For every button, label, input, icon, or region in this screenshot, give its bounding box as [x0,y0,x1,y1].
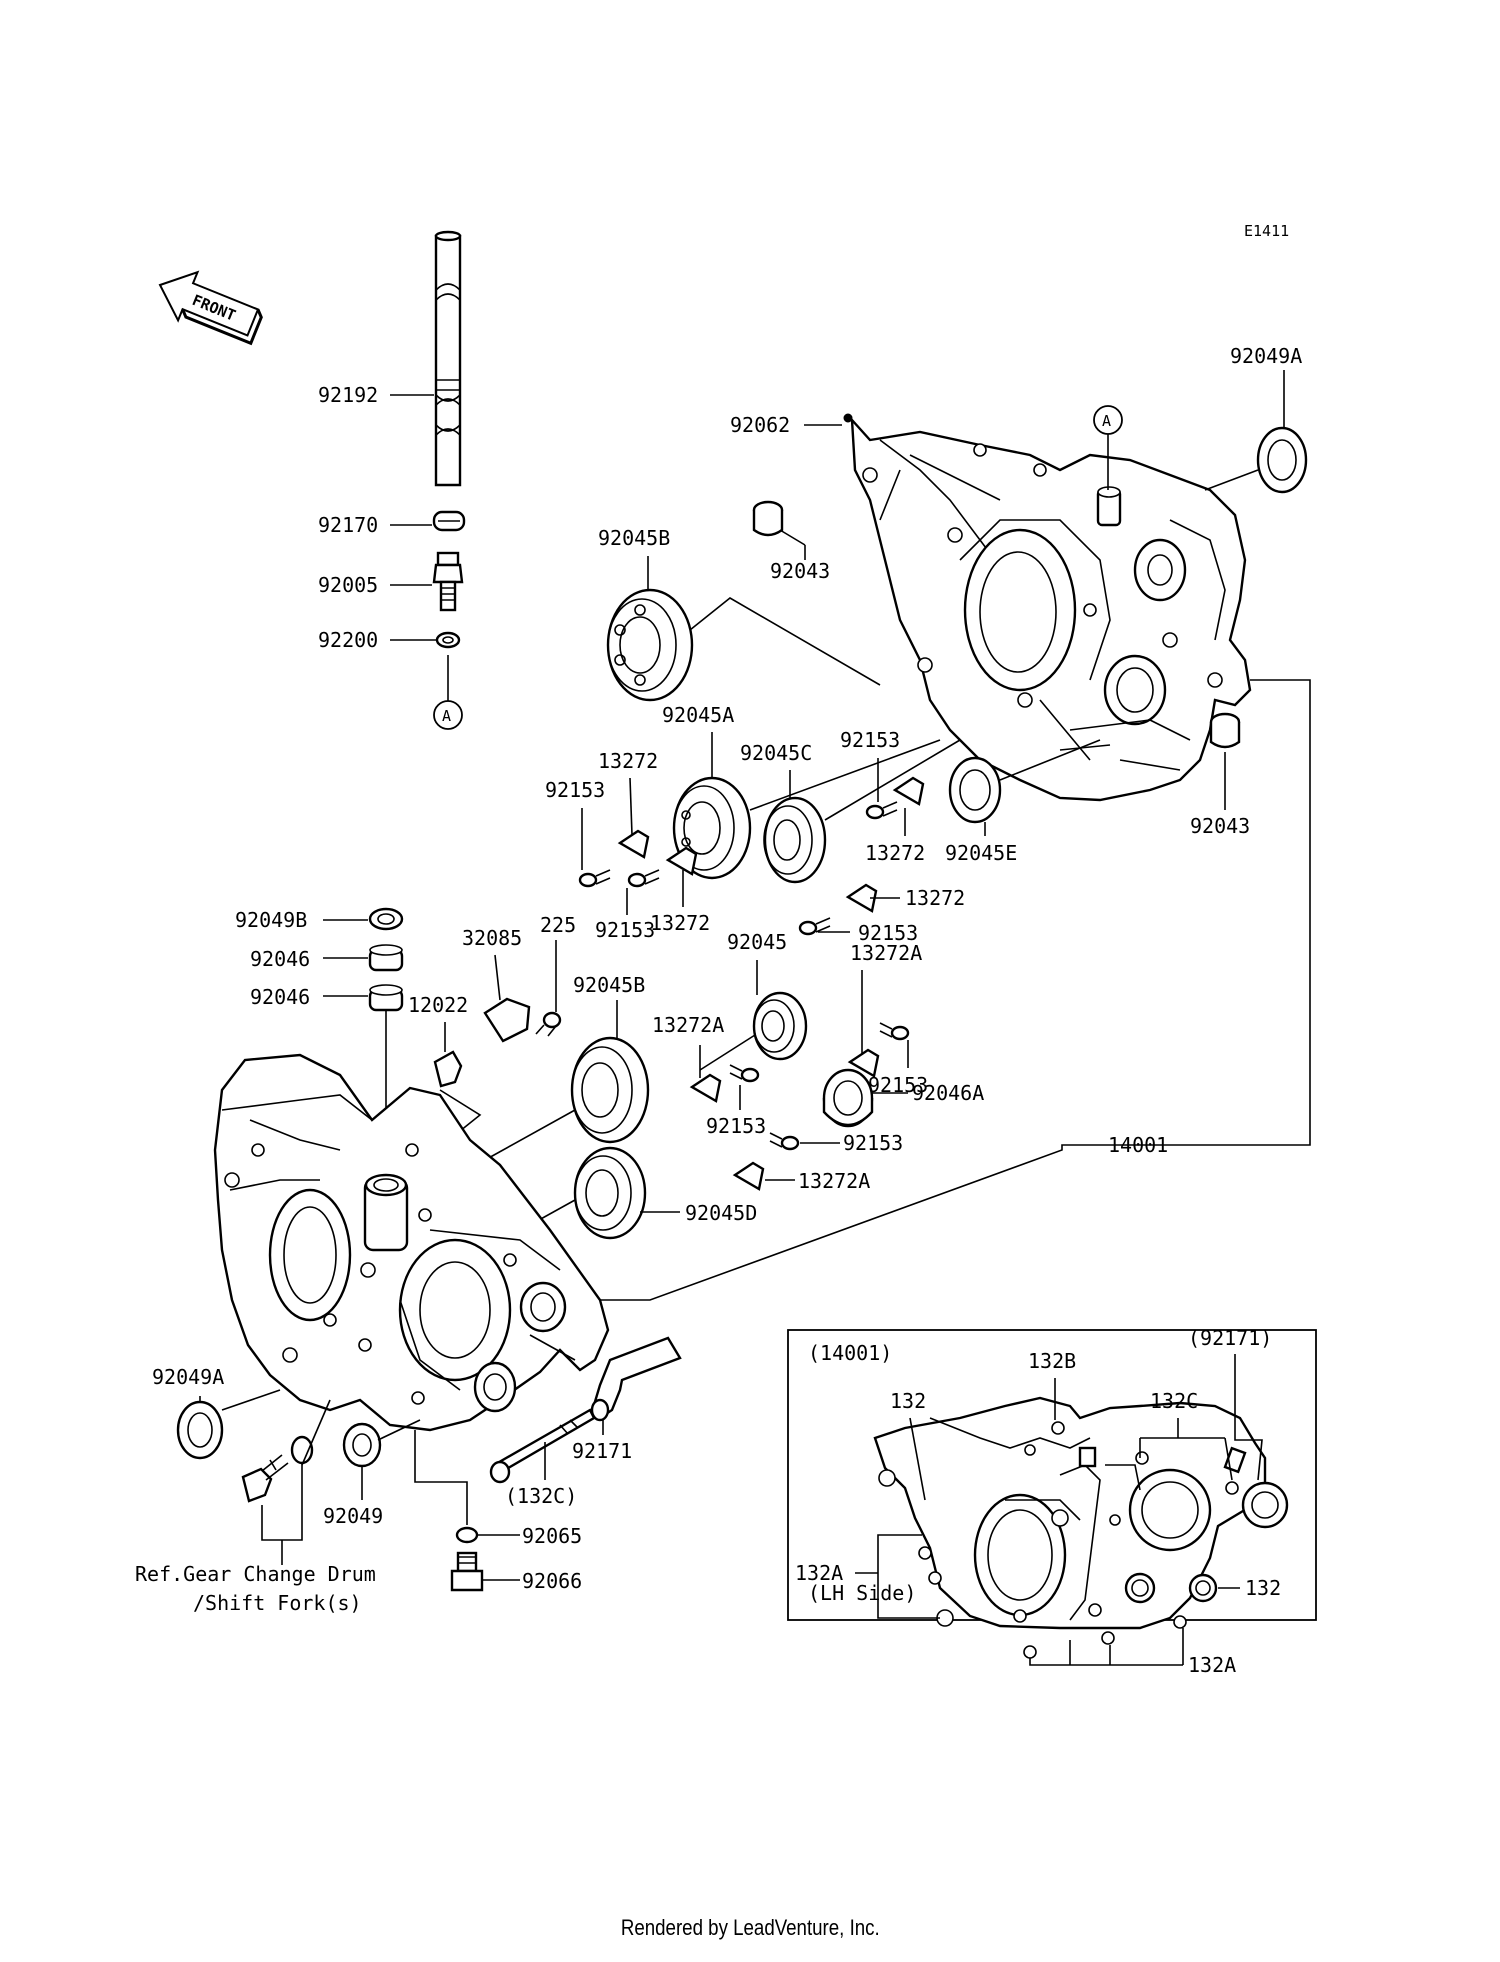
label-13272-c[interactable]: 13272 [865,841,925,865]
bearing-92046-a [368,944,404,972]
screw-92153-a [578,869,611,888]
label-92170[interactable]: 92170 [318,513,378,537]
label-92200[interactable]: 92200 [318,628,378,652]
label-92049B[interactable]: 92049B [235,908,307,932]
label-92049A-bottom[interactable]: 92049A [152,1365,224,1389]
label-225[interactable]: 225 [540,913,576,937]
label-92049A-top[interactable]: 92049A [1230,344,1302,368]
label-13272A-c[interactable]: 13272A [798,1169,870,1193]
label-92046A[interactable]: 92046A [912,1081,984,1105]
diagram-code: E1411 [1244,222,1289,240]
inset-label-132A-left[interactable]: 132A [795,1561,843,1585]
footer-credit: Rendered by LeadVenture, Inc. [0,1915,1500,1941]
drum-bolt [241,1454,289,1503]
inset-label-132-right[interactable]: 132 [1245,1576,1281,1600]
label-32085[interactable]: 32085 [462,926,522,950]
label-13272A-a[interactable]: 13272A [850,941,922,965]
label-14001[interactable]: 14001 [1108,1133,1168,1157]
bearing-92046A [822,1068,874,1128]
label-92045C[interactable]: 92045C [740,741,812,765]
footer-credit-text: Rendered by LeadVenture, Inc. [620,1915,880,1940]
label-92065[interactable]: 92065 [522,1524,582,1548]
screw-92153-g [769,1132,800,1151]
label-92066[interactable]: 92066 [522,1569,582,1593]
label-92045E[interactable]: 92045E [945,841,1017,865]
label-92153-c[interactable]: 92153 [840,728,900,752]
clip-13272A-b [689,1073,722,1103]
inset-label-132C[interactable]: 132C [1150,1389,1198,1413]
plate-32085 [483,997,531,1043]
label-92153-f[interactable]: 92153 [706,1114,766,1138]
label-92153-g[interactable]: 92153 [843,1131,903,1155]
label-13272-b[interactable]: 13272 [650,911,710,935]
inset-title: (14001) [808,1341,892,1365]
clip-13272-b [665,846,698,876]
label-92062[interactable]: 92062 [730,413,790,437]
bearing-92046-b [368,984,404,1012]
screw-92153-f [729,1064,760,1083]
bearing-92045D [573,1146,647,1240]
label-92043-top[interactable]: 92043 [770,559,830,583]
screw-92153-e [879,1022,910,1041]
ref-gear-change-drum[interactable]: Ref.Gear Change Drum [135,1562,376,1586]
left-crankcase-half [213,1053,610,1432]
clip-13272A-c [732,1161,765,1191]
label-132C-paren[interactable]: (132C) [505,1484,577,1508]
screw-92153-b [627,869,660,888]
label-92153-d[interactable]: 92153 [858,921,918,945]
label-92045B-top[interactable]: 92045B [598,526,670,550]
label-92046-a[interactable]: 92046 [250,947,310,971]
callout-a-bottom: A [442,707,451,725]
label-92171[interactable]: 92171 [572,1439,632,1463]
callout-a-top: A [1102,412,1111,430]
plug-92066 [450,1551,484,1592]
bearing-92045 [752,991,808,1061]
label-92045B-mid[interactable]: 92045B [573,973,645,997]
inset-label-132A-bottom[interactable]: 132A [1188,1653,1236,1677]
label-13272-a[interactable]: 13272 [598,749,658,773]
ref-shift-forks[interactable]: /Shift Fork(s) [193,1591,362,1615]
bolt-132C [489,1408,596,1484]
label-92043-right[interactable]: 92043 [1190,814,1250,838]
label-92045D[interactable]: 92045D [685,1201,757,1225]
label-92049[interactable]: 92049 [323,1504,383,1528]
label-92005[interactable]: 92005 [318,573,378,597]
front-arrow-icon: FRONT [158,270,263,346]
inset-bolt-holes [878,1421,1239,1659]
seal-92049B [368,907,404,931]
bolt-225 [535,1011,562,1037]
label-12022[interactable]: 12022 [408,993,468,1017]
bearing-92045C [763,796,827,884]
label-92153-a[interactable]: 92153 [545,778,605,802]
guide-92171 [592,1336,682,1420]
screw-92153-c [865,801,898,820]
screw-92153-d [798,917,831,936]
label-92046-b[interactable]: 92046 [250,985,310,1009]
label-92192[interactable]: 92192 [318,383,378,407]
label-92045[interactable]: 92045 [727,930,787,954]
label-92153-b[interactable]: 92153 [595,918,655,942]
label-92045A[interactable]: 92045A [662,703,734,727]
bearing-92045B-mid [570,1036,650,1144]
inset-crankcase-outline [873,1396,1289,1630]
vent-hose-assembly: A [432,230,466,730]
clip-13272-a [617,829,650,859]
clip-13272-d [845,883,878,913]
plate-12022 [433,1050,463,1088]
inset-label-92171[interactable]: (92171) [1188,1326,1272,1350]
right-crankcase-half [850,416,1252,802]
bearing-92045B-top [606,588,694,702]
washer-92065 [455,1526,479,1544]
label-13272-d[interactable]: 13272 [905,886,965,910]
clip-13272-c [892,776,925,806]
inset-label-132-top[interactable]: 132 [890,1389,926,1413]
inset-side: (LH Side) [808,1581,916,1605]
inset-label-132B[interactable]: 132B [1028,1349,1076,1373]
label-13272A-b[interactable]: 13272A [652,1013,724,1037]
